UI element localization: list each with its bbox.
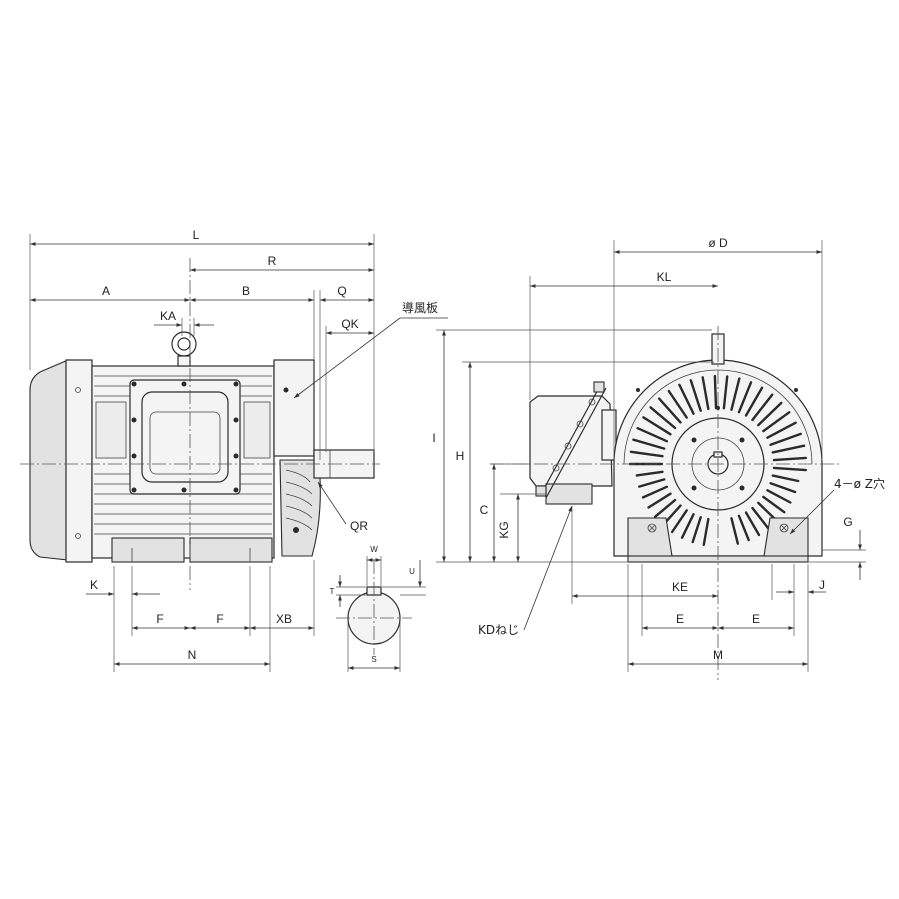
- cooling-fin: [772, 466, 807, 472]
- cooling-fin: [636, 427, 668, 443]
- dim-label-Z: 4－ø Z穴: [834, 476, 885, 491]
- dim-label-R: R: [268, 254, 277, 268]
- cooling-fin: [702, 517, 710, 546]
- terminal-box: [129, 379, 241, 495]
- dim-label-C: C: [480, 503, 489, 517]
- dim-label-QK: QK: [341, 317, 358, 331]
- dim-label-KD: KDねじ: [478, 623, 519, 637]
- cooling-fin: [744, 386, 764, 417]
- cooling-fin: [762, 411, 791, 433]
- end-dimensions: ø D KL I H C KG KE E E M G J KDねじ 4－ø Z穴: [432, 236, 885, 666]
- dim-label-KL: KL: [657, 270, 672, 284]
- cooling-fin: [670, 509, 688, 534]
- end-foot-left: [627, 517, 673, 557]
- cooling-fin: [722, 375, 729, 410]
- dim-label-H: H: [456, 449, 465, 463]
- dim-label-KG: KG: [497, 521, 511, 538]
- radial-fins: [628, 374, 807, 546]
- cooling-fin: [642, 416, 672, 436]
- cooling-fin: [647, 492, 672, 509]
- dim-label-KA: KA: [160, 309, 176, 323]
- cooling-fin: [766, 489, 792, 504]
- eye-bolt: [171, 331, 197, 367]
- dim-label-QR: QR: [350, 519, 368, 533]
- cooling-fin: [772, 456, 807, 462]
- cooling-fin: [751, 506, 770, 530]
- dim-label-E2: E: [752, 612, 760, 626]
- cooling-fin: [762, 495, 786, 514]
- side-view: [20, 258, 380, 590]
- dim-label-N: N: [188, 648, 197, 662]
- foot-left: [111, 537, 185, 563]
- terminal-stud: [535, 381, 607, 499]
- cooling-fin: [667, 389, 688, 419]
- cooling-fin: [766, 421, 797, 439]
- dim-label-S: S: [371, 655, 376, 664]
- dim-label-F2: F: [216, 612, 223, 626]
- dim-label-W: W: [370, 545, 378, 554]
- cooling-fin: [771, 474, 800, 483]
- rear-bracket: [65, 359, 93, 563]
- end-foot-right: [763, 517, 809, 557]
- cooling-fin: [638, 478, 666, 488]
- cooling-fin: [657, 397, 682, 424]
- dim-label-B: B: [242, 284, 250, 298]
- cooling-fin: [757, 401, 783, 427]
- side-dimensions: L R A B Q KA QK K F F XB N QR: [30, 228, 448, 666]
- dim-label-T: T: [330, 587, 335, 596]
- end-view: [490, 326, 840, 680]
- cooling-fin: [771, 444, 806, 454]
- cooling-fin: [701, 376, 710, 411]
- dim-label-L: L: [193, 228, 200, 242]
- cooling-fin: [678, 383, 695, 415]
- foot-right: [189, 537, 273, 563]
- dim-label-E1: E: [676, 612, 684, 626]
- cooling-fin: [635, 470, 664, 477]
- terminal-box-side: [529, 395, 613, 487]
- cooling-fin: [751, 393, 774, 422]
- cooling-fin: [769, 482, 797, 494]
- air-guide-label: 導風板: [402, 301, 438, 315]
- cooling-fin: [632, 438, 666, 450]
- conduit-box: [545, 483, 593, 505]
- dim-label-K: K: [90, 578, 98, 592]
- dim-label-XB: XB: [276, 612, 292, 626]
- cooling-fin: [654, 498, 677, 518]
- cooling-fin: [737, 514, 750, 542]
- cooling-fin: [737, 381, 753, 414]
- dim-label-phiD: ø D: [708, 236, 728, 250]
- dim-label-J: J: [819, 578, 825, 592]
- cooling-fin: [713, 374, 718, 410]
- cooling-fin: [641, 485, 668, 499]
- dim-label-A: A: [102, 284, 110, 298]
- dim-label-Q: Q: [337, 284, 346, 298]
- end-extension-lines: [436, 240, 866, 672]
- cooling-fin: [769, 432, 802, 446]
- dim-label-U: U: [409, 567, 415, 576]
- cooling-fin: [691, 516, 702, 544]
- dim-label-I: I: [432, 431, 435, 445]
- cooling-fin: [744, 511, 761, 537]
- cooling-fin: [730, 517, 739, 545]
- front-bracket: [273, 359, 315, 457]
- cooling-fin: [689, 379, 702, 412]
- shaft-key-detail: W T U S: [330, 545, 426, 672]
- cooling-fin: [730, 377, 741, 411]
- dim-label-F1: F: [156, 612, 163, 626]
- fan-cover: [29, 359, 69, 561]
- cooling-fin: [680, 513, 695, 539]
- cooling-fins: [94, 375, 272, 535]
- dim-label-G: G: [843, 515, 852, 529]
- dim-label-M: M: [713, 648, 723, 662]
- dim-label-KE: KE: [672, 580, 688, 594]
- cooling-fin: [649, 406, 677, 430]
- cooling-fin: [629, 450, 664, 458]
